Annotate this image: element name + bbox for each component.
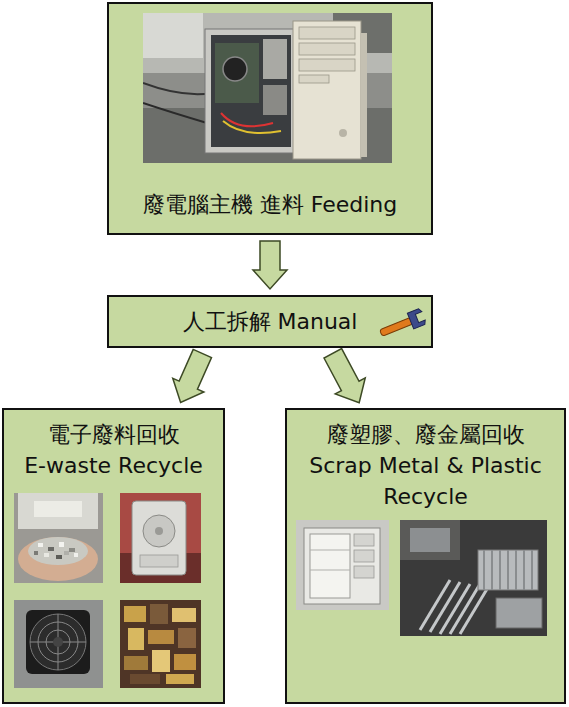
node-label: E-waste Recycle bbox=[12, 450, 215, 481]
heat-sink-photo bbox=[400, 520, 547, 636]
node-label: 電子廢料回收 bbox=[12, 419, 215, 450]
fan-photo bbox=[14, 600, 103, 688]
process-box: 廢塑膠、廢金屬回收Scrap Metal & Plastic Recycle bbox=[285, 408, 566, 704]
node-label: 人工拆解 Manual bbox=[171, 306, 369, 337]
process-box: 人工拆解 Manual bbox=[107, 295, 433, 348]
shredded-chips-photo bbox=[14, 493, 103, 583]
process-box: 電子廢料回收E-waste Recycle bbox=[2, 408, 225, 704]
process-box: 廢電腦主機 進料 Feeding bbox=[107, 2, 433, 235]
node-label: 廢塑膠、廢金屬回收 bbox=[295, 419, 556, 450]
block-arrow bbox=[173, 349, 212, 402]
block-arrow bbox=[324, 349, 365, 403]
chassis-photo bbox=[296, 520, 389, 610]
component-pile-photo bbox=[120, 600, 201, 688]
node-label: 廢電腦主機 進料 Feeding bbox=[121, 189, 419, 220]
hard-drive-photo bbox=[120, 493, 201, 583]
computer-photo bbox=[143, 13, 392, 163]
wrench-icon bbox=[375, 308, 429, 340]
node-label: Scrap Metal & Plastic Recycle bbox=[295, 450, 556, 512]
block-arrow bbox=[253, 241, 287, 289]
